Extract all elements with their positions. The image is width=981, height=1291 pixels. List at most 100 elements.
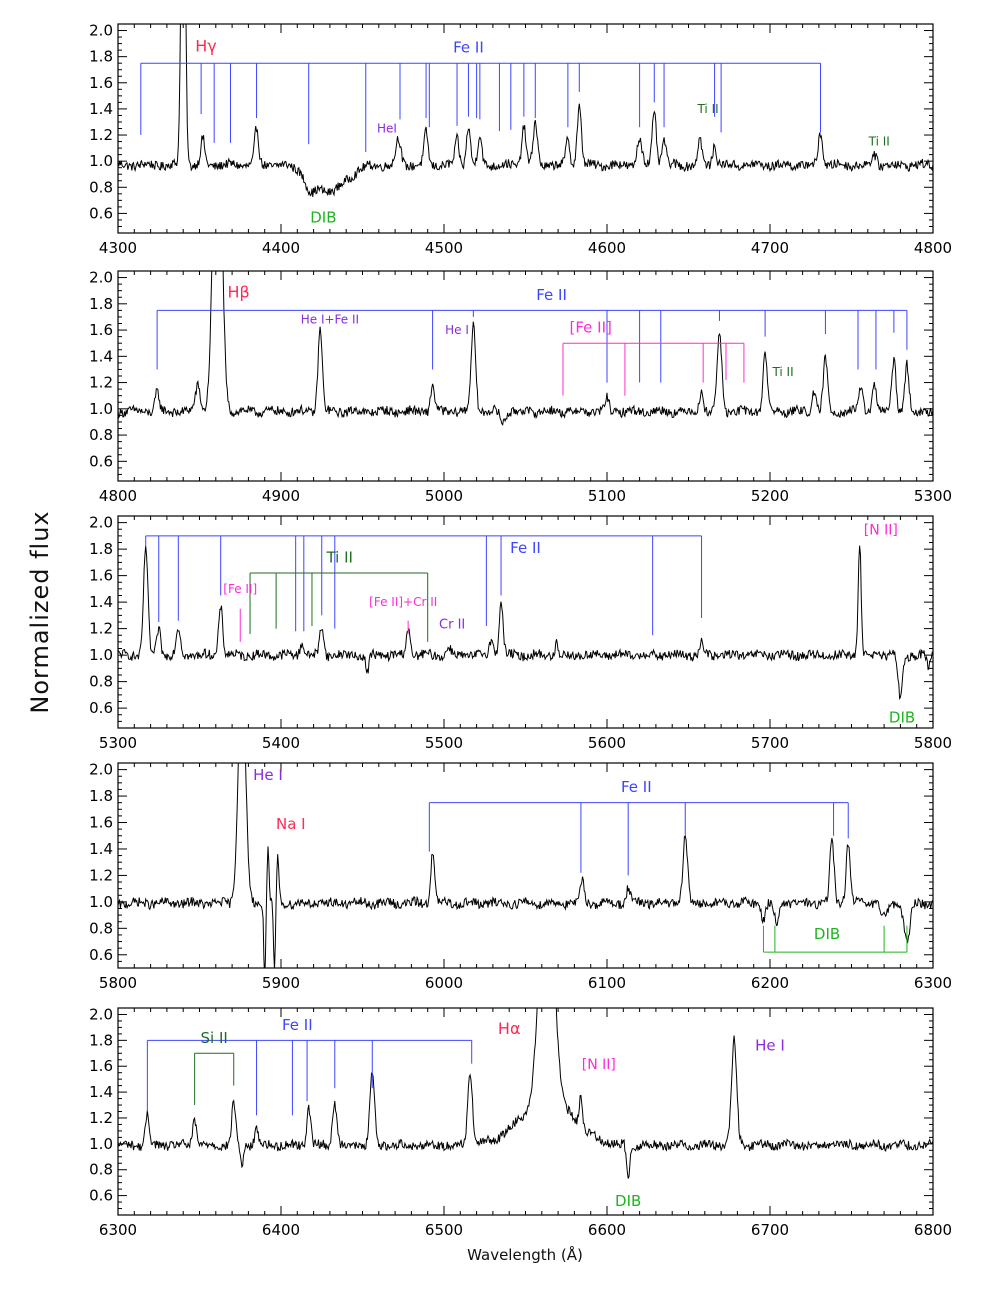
- spectrum-trace: [118, 1008, 933, 1179]
- x-tick-label: 4800: [914, 239, 952, 257]
- y-tick-label: 1.8: [89, 1031, 113, 1049]
- y-tick-label: 1.4: [89, 1083, 113, 1101]
- feature-label: Ti II: [696, 102, 718, 116]
- y-tick-label: 2.0: [89, 1005, 113, 1023]
- y-tick-label: 2.0: [89, 761, 113, 779]
- feature-label: He I: [445, 323, 469, 337]
- y-tick-label: 1.0: [89, 152, 113, 170]
- plot-frame: [117, 23, 934, 234]
- feature-label: Ti II: [868, 134, 890, 148]
- spectrum-trace: [118, 763, 933, 968]
- y-tick-label: 1.6: [89, 814, 113, 832]
- feature-label: Na I: [276, 815, 306, 833]
- y-tick-label: 1.8: [89, 295, 113, 313]
- feature-label: DIB: [615, 1192, 641, 1210]
- feature-label: [N II]: [582, 1057, 616, 1073]
- spectrum-trace: [118, 545, 933, 701]
- line-group-label: Fe II: [621, 778, 652, 796]
- y-tick-label: 1.6: [89, 1057, 113, 1075]
- x-tick-label: 5400: [262, 734, 300, 752]
- x-tick-label: 6600: [588, 1221, 626, 1239]
- y-tick-label: 1.2: [89, 866, 113, 884]
- spectrum-trace: [118, 24, 933, 197]
- x-tick-label: 6300: [99, 1221, 137, 1239]
- y-tick-label: 1.4: [89, 593, 113, 611]
- line-group-label: Fe II: [510, 539, 541, 557]
- feature-label: Hα: [498, 1019, 521, 1038]
- y-tick-label: 1.6: [89, 321, 113, 339]
- x-tick-label: 6700: [751, 1221, 789, 1239]
- x-tick-label: 4400: [262, 239, 300, 257]
- x-tick-label: 6500: [425, 1221, 463, 1239]
- x-axis-label: Wavelength (Å): [467, 1245, 583, 1264]
- y-tick-label: 1.2: [89, 126, 113, 144]
- y-tick-label: 0.8: [89, 919, 113, 937]
- y-tick-label: 1.2: [89, 374, 113, 392]
- x-tick-label: 5900: [262, 974, 300, 992]
- y-tick-label: 0.6: [89, 1187, 113, 1205]
- x-tick-label: 5800: [914, 734, 952, 752]
- feature-label: Ti II: [771, 365, 793, 379]
- x-tick-label: 5100: [588, 487, 626, 505]
- y-tick-label: 0.6: [89, 452, 113, 470]
- y-tick-label: 1.0: [89, 893, 113, 911]
- y-tick-label: 0.6: [89, 699, 113, 717]
- x-tick-label: 4900: [262, 487, 300, 505]
- y-tick-label: 0.8: [89, 1161, 113, 1179]
- x-tick-label: 4300: [99, 239, 137, 257]
- x-tick-label: 6300: [914, 974, 952, 992]
- plot-frame: [117, 270, 934, 482]
- x-tick-label: 6400: [262, 1221, 300, 1239]
- y-tick-label: 1.8: [89, 540, 113, 558]
- y-tick-label: 1.8: [89, 787, 113, 805]
- feature-label: Hβ: [227, 282, 249, 301]
- x-tick-label: 5300: [914, 487, 952, 505]
- feature-label: Cr II: [439, 618, 465, 633]
- x-tick-label: 6100: [588, 974, 626, 992]
- x-tick-label: 4500: [425, 239, 463, 257]
- spectrum-panel: 5800 5900 6000 6100 6200 6300 0.6 0.8 1.0 1.2 1.4 1…: [89, 761, 952, 992]
- y-tick-label: 0.8: [89, 673, 113, 691]
- y-tick-label: 0.6: [89, 946, 113, 964]
- x-tick-label: 5700: [751, 734, 789, 752]
- x-tick-label: 5300: [99, 734, 137, 752]
- y-tick-label: 1.4: [89, 840, 113, 858]
- line-group-label: Fe II: [282, 1016, 313, 1034]
- x-tick-label: 5000: [425, 487, 463, 505]
- y-axis-label: Normalized flux: [26, 510, 54, 713]
- x-tick-label: 5600: [588, 734, 626, 752]
- feature-label: DIB: [889, 709, 915, 727]
- line-group-label: DIB: [814, 925, 840, 943]
- feature-label: He I+Fe II: [301, 313, 359, 327]
- line-group-label: Si II: [201, 1029, 228, 1047]
- y-tick-label: 0.8: [89, 426, 113, 444]
- y-tick-label: 0.8: [89, 178, 113, 196]
- line-group-label: Fe II: [453, 39, 484, 57]
- spectrum-panel: 5300 5400 5500 5600 5700 5800 0.6 0.8 1.0 1.2 1.4 1…: [89, 514, 952, 752]
- y-tick-label: 1.6: [89, 567, 113, 585]
- y-tick-label: 2.0: [89, 22, 113, 40]
- x-tick-label: 4700: [751, 239, 789, 257]
- x-tick-label: 6800: [914, 1221, 952, 1239]
- x-tick-label: 6200: [751, 974, 789, 992]
- y-tick-label: 0.6: [89, 204, 113, 222]
- x-tick-label: 5200: [751, 487, 789, 505]
- y-tick-label: 2.0: [89, 269, 113, 287]
- x-tick-label: 5800: [99, 974, 137, 992]
- feature-label: [Fe II]: [223, 582, 257, 596]
- line-group-label: Fe II: [536, 286, 567, 304]
- spectrum-trace: [118, 271, 933, 426]
- x-tick-label: 4800: [99, 487, 137, 505]
- x-tick-label: 6000: [425, 974, 463, 992]
- y-tick-label: 1.4: [89, 100, 113, 118]
- feature-label: HeI: [377, 121, 397, 135]
- y-tick-label: 1.0: [89, 646, 113, 664]
- feature-label: [Fe II]+Cr II: [369, 595, 437, 609]
- plot-frame: [117, 762, 934, 969]
- x-tick-label: 5500: [425, 734, 463, 752]
- y-tick-label: 2.0: [89, 514, 113, 532]
- y-tick-label: 1.2: [89, 620, 113, 638]
